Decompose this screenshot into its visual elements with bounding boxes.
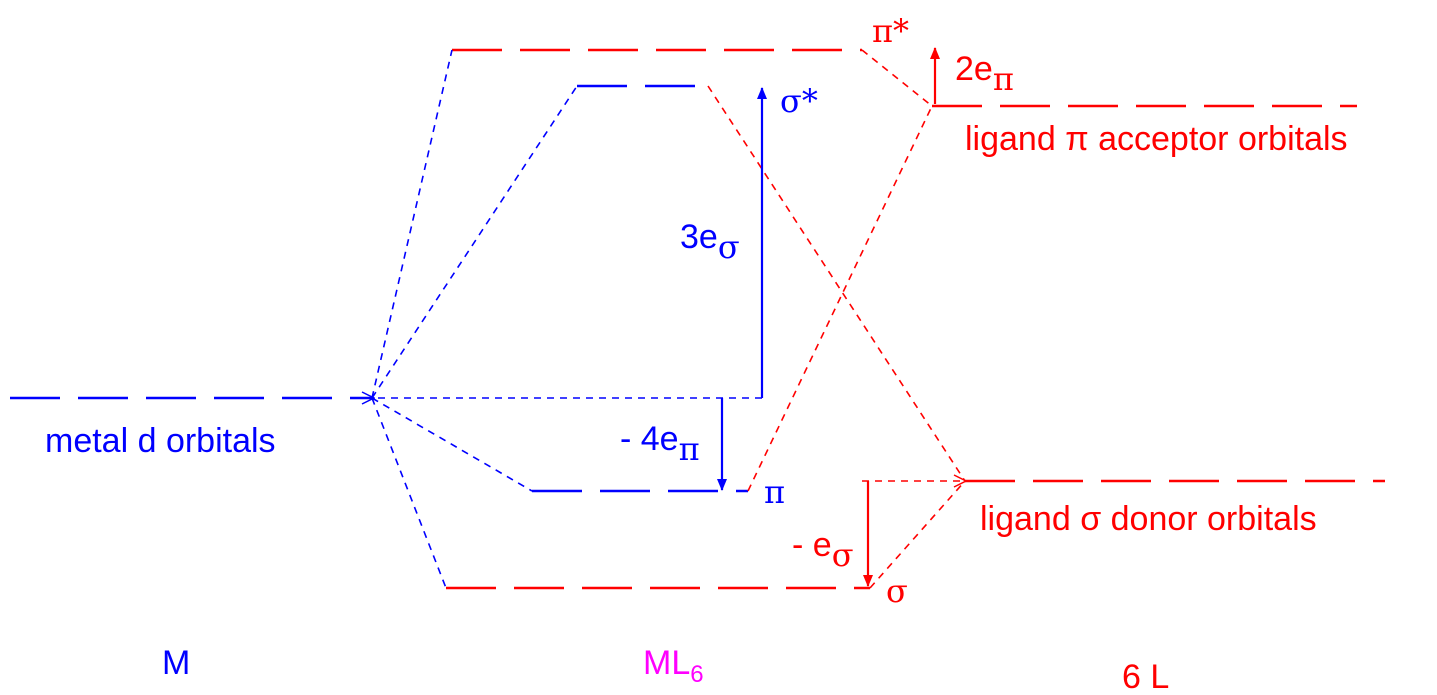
connector [861, 49, 933, 107]
energy-minus-4e-pi: - 4eπ [620, 420, 700, 468]
connector [371, 397, 447, 589]
column-6l-label: 6 L [1122, 658, 1169, 695]
metal-d-label: metal d orbitals [45, 422, 276, 460]
sigma-star-label: σ* [780, 82, 818, 120]
connector [371, 397, 533, 492]
connector [371, 85, 578, 399]
column-m-label: M [162, 644, 190, 682]
energy-3e-sigma: 3eσ [680, 218, 740, 266]
pi-label: π [764, 473, 785, 511]
energy-2e-pi: 2eπ [955, 50, 1014, 98]
energy-minus-e-sigma: - eσ [792, 526, 854, 574]
ligand-pi-label: ligand π acceptor orbitals [965, 120, 1348, 158]
connector [707, 85, 966, 482]
connector [747, 105, 933, 492]
connector [869, 480, 966, 589]
ligand-sigma-label: ligand σ donor orbitals [980, 500, 1317, 538]
connector [371, 49, 453, 399]
sigma-label: σ [886, 572, 908, 610]
pi-star-label: π* [872, 12, 909, 50]
column-ml6-label: ML6 [643, 644, 704, 688]
